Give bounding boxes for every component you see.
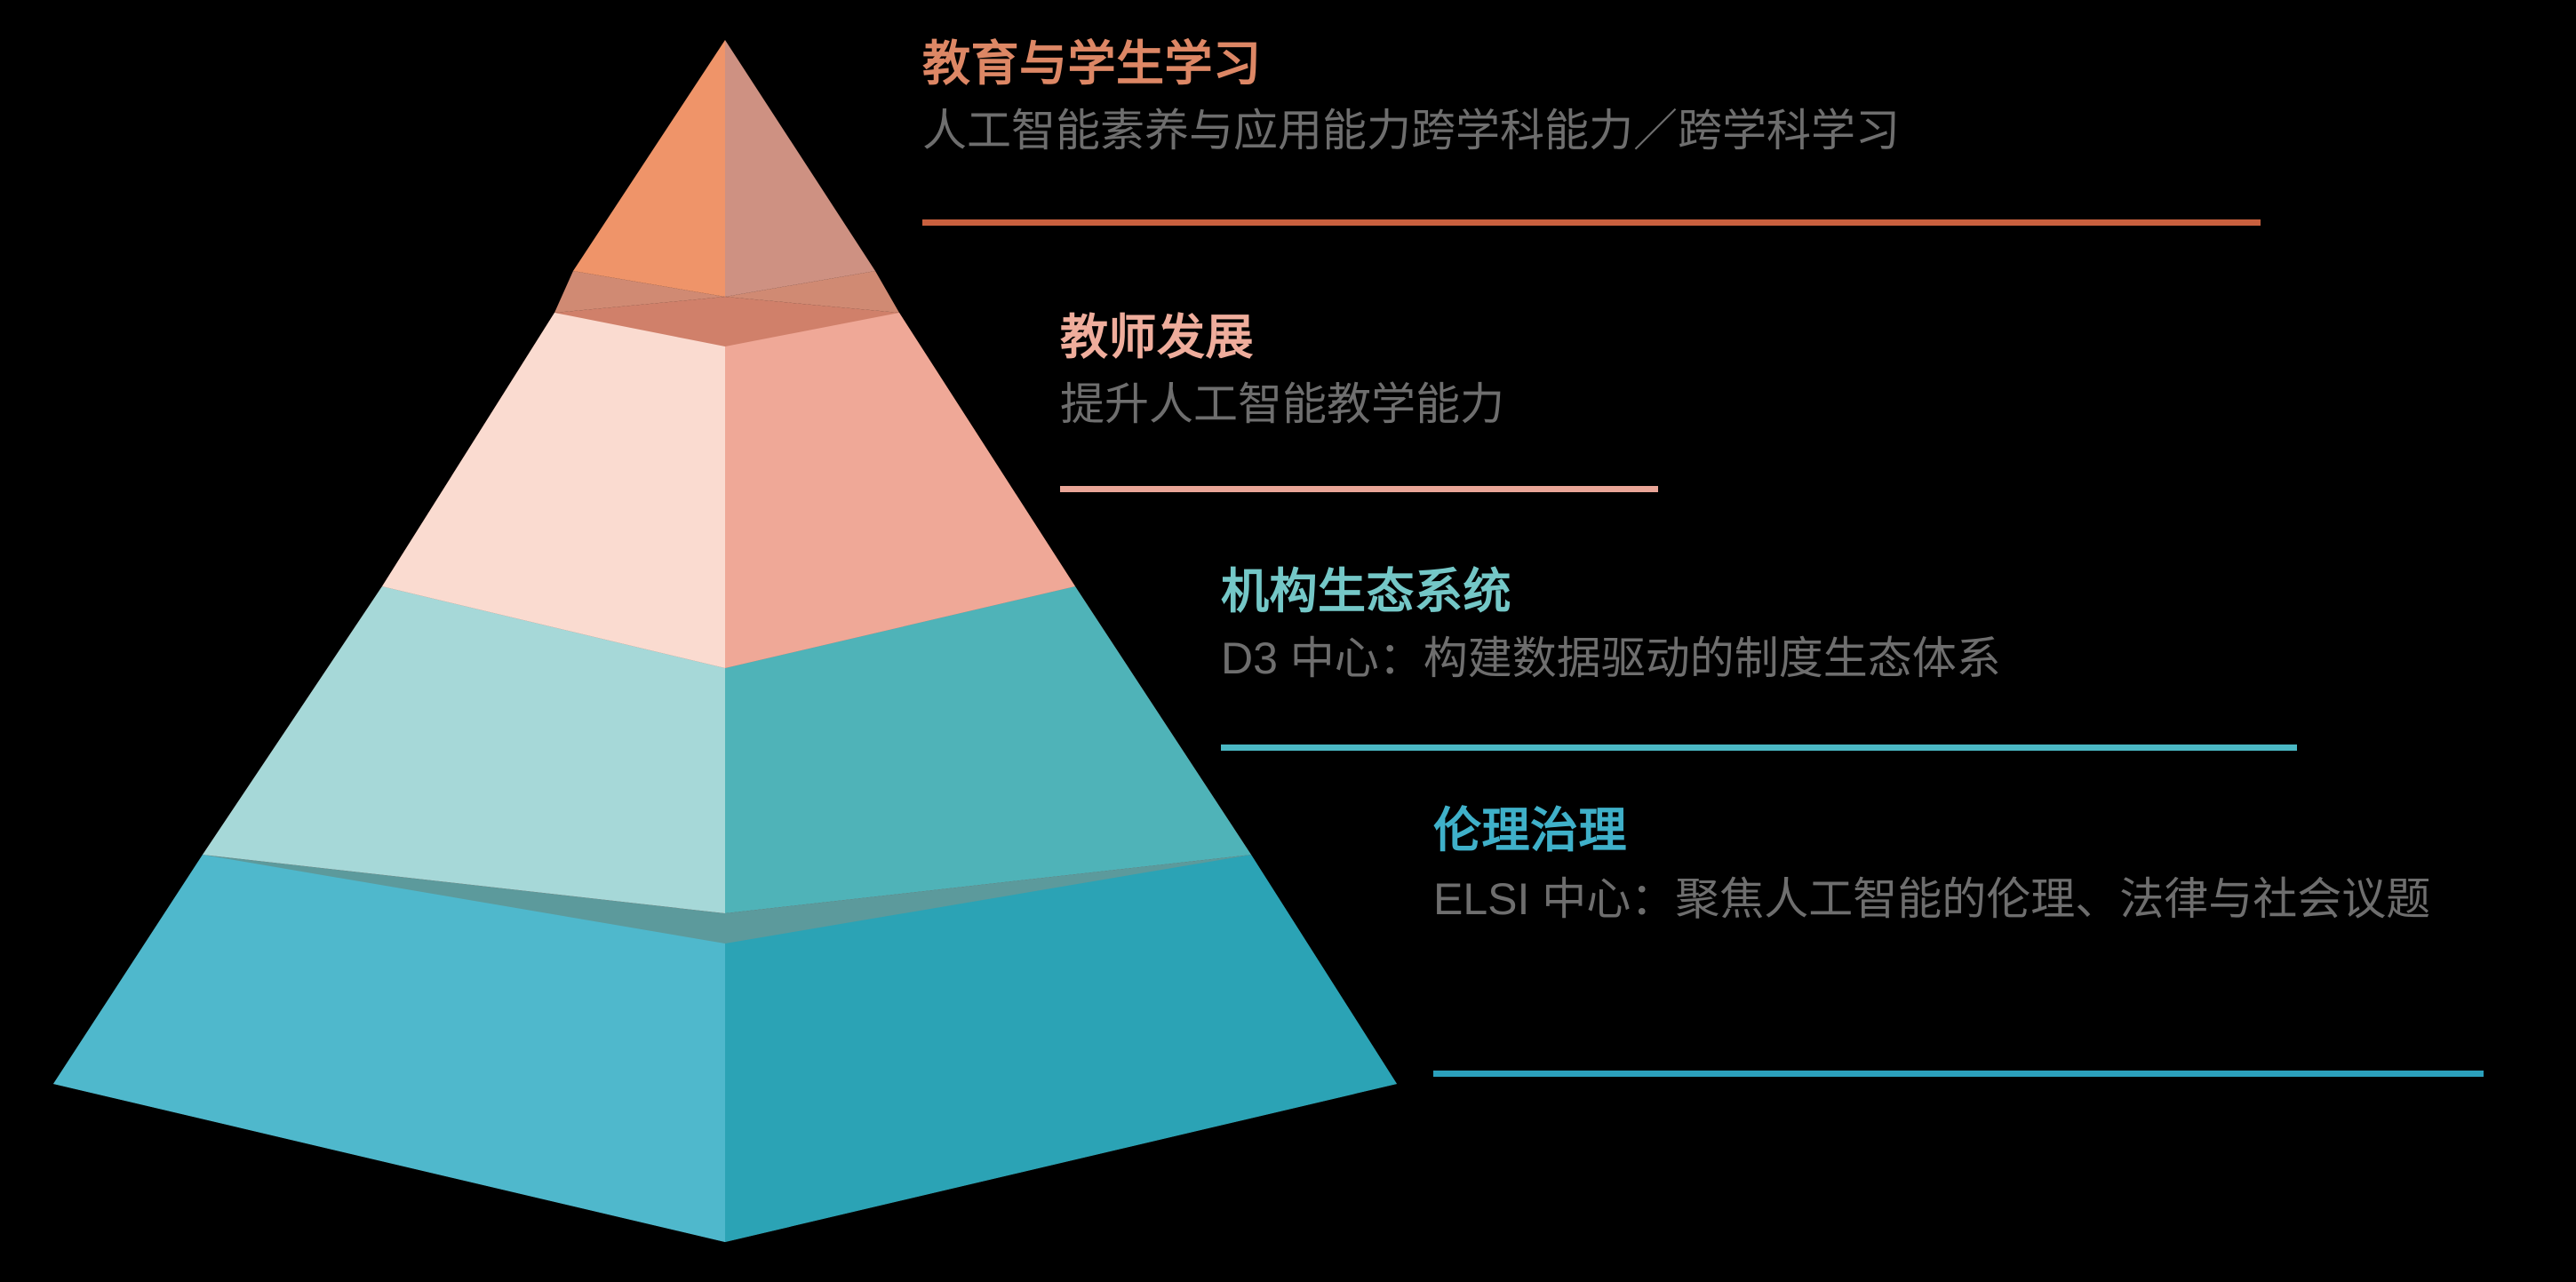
level-3-front-left-face xyxy=(203,586,725,913)
level-2-text-block: 教师发展 提升人工智能教学能力 xyxy=(1060,311,1504,433)
level-3-divider-rule xyxy=(1221,745,2297,751)
level-3-front-right-face xyxy=(725,586,1251,913)
level-4-divider-rule xyxy=(1433,1071,2484,1077)
level-1-front-left-face xyxy=(573,40,725,297)
level-4-text-block: 伦理治理 ELSI 中心：聚焦人工智能的伦理、法律与社会议题 xyxy=(1433,804,2430,928)
level-4-body: ELSI 中心：聚焦人工智能的伦理、法律与社会议题 xyxy=(1433,874,2431,925)
level-3-heading: 机构生态系统 xyxy=(1221,565,1511,618)
level-1-front-right-face xyxy=(725,40,875,297)
level-4-heading: 伦理治理 xyxy=(1433,804,1627,857)
level-4-front-left-face xyxy=(53,855,725,1242)
level-2-divider-rule xyxy=(1060,486,1658,492)
level-2-front-left-face xyxy=(382,313,725,668)
level-2-heading: 教师发展 xyxy=(1060,311,1254,364)
level-1-divider-rule xyxy=(922,219,2261,226)
pyramid-level-4-base xyxy=(53,855,1397,1242)
level-1-bottom-band xyxy=(554,271,899,313)
level-1-heading: 教育与学生学习 xyxy=(922,37,1262,91)
level-2-front-right-face xyxy=(725,313,1075,668)
level-3-body: D3 中心：构建数据驱动的制度生态体系 xyxy=(1221,633,2001,684)
level-1-body: 人工智能素养与应用能力跨学科能力／跨学科学习 xyxy=(922,106,1900,156)
level-1-text-block: 教育与学生学习 人工智能素养与应用能力跨学科能力／跨学科学习 xyxy=(922,37,1900,159)
level-3-text-block: 机构生态系统 D3 中心：构建数据驱动的制度生态体系 xyxy=(1221,565,2001,687)
pyramid-level-1-apex xyxy=(554,40,899,313)
pyramid-level-2 xyxy=(382,297,1075,668)
level-2-body: 提升人工智能教学能力 xyxy=(1060,379,1504,430)
level-4-front-right-face xyxy=(725,855,1397,1242)
layered-pyramid-graphic xyxy=(53,40,1397,1242)
pyramid-level-3 xyxy=(203,586,1251,913)
